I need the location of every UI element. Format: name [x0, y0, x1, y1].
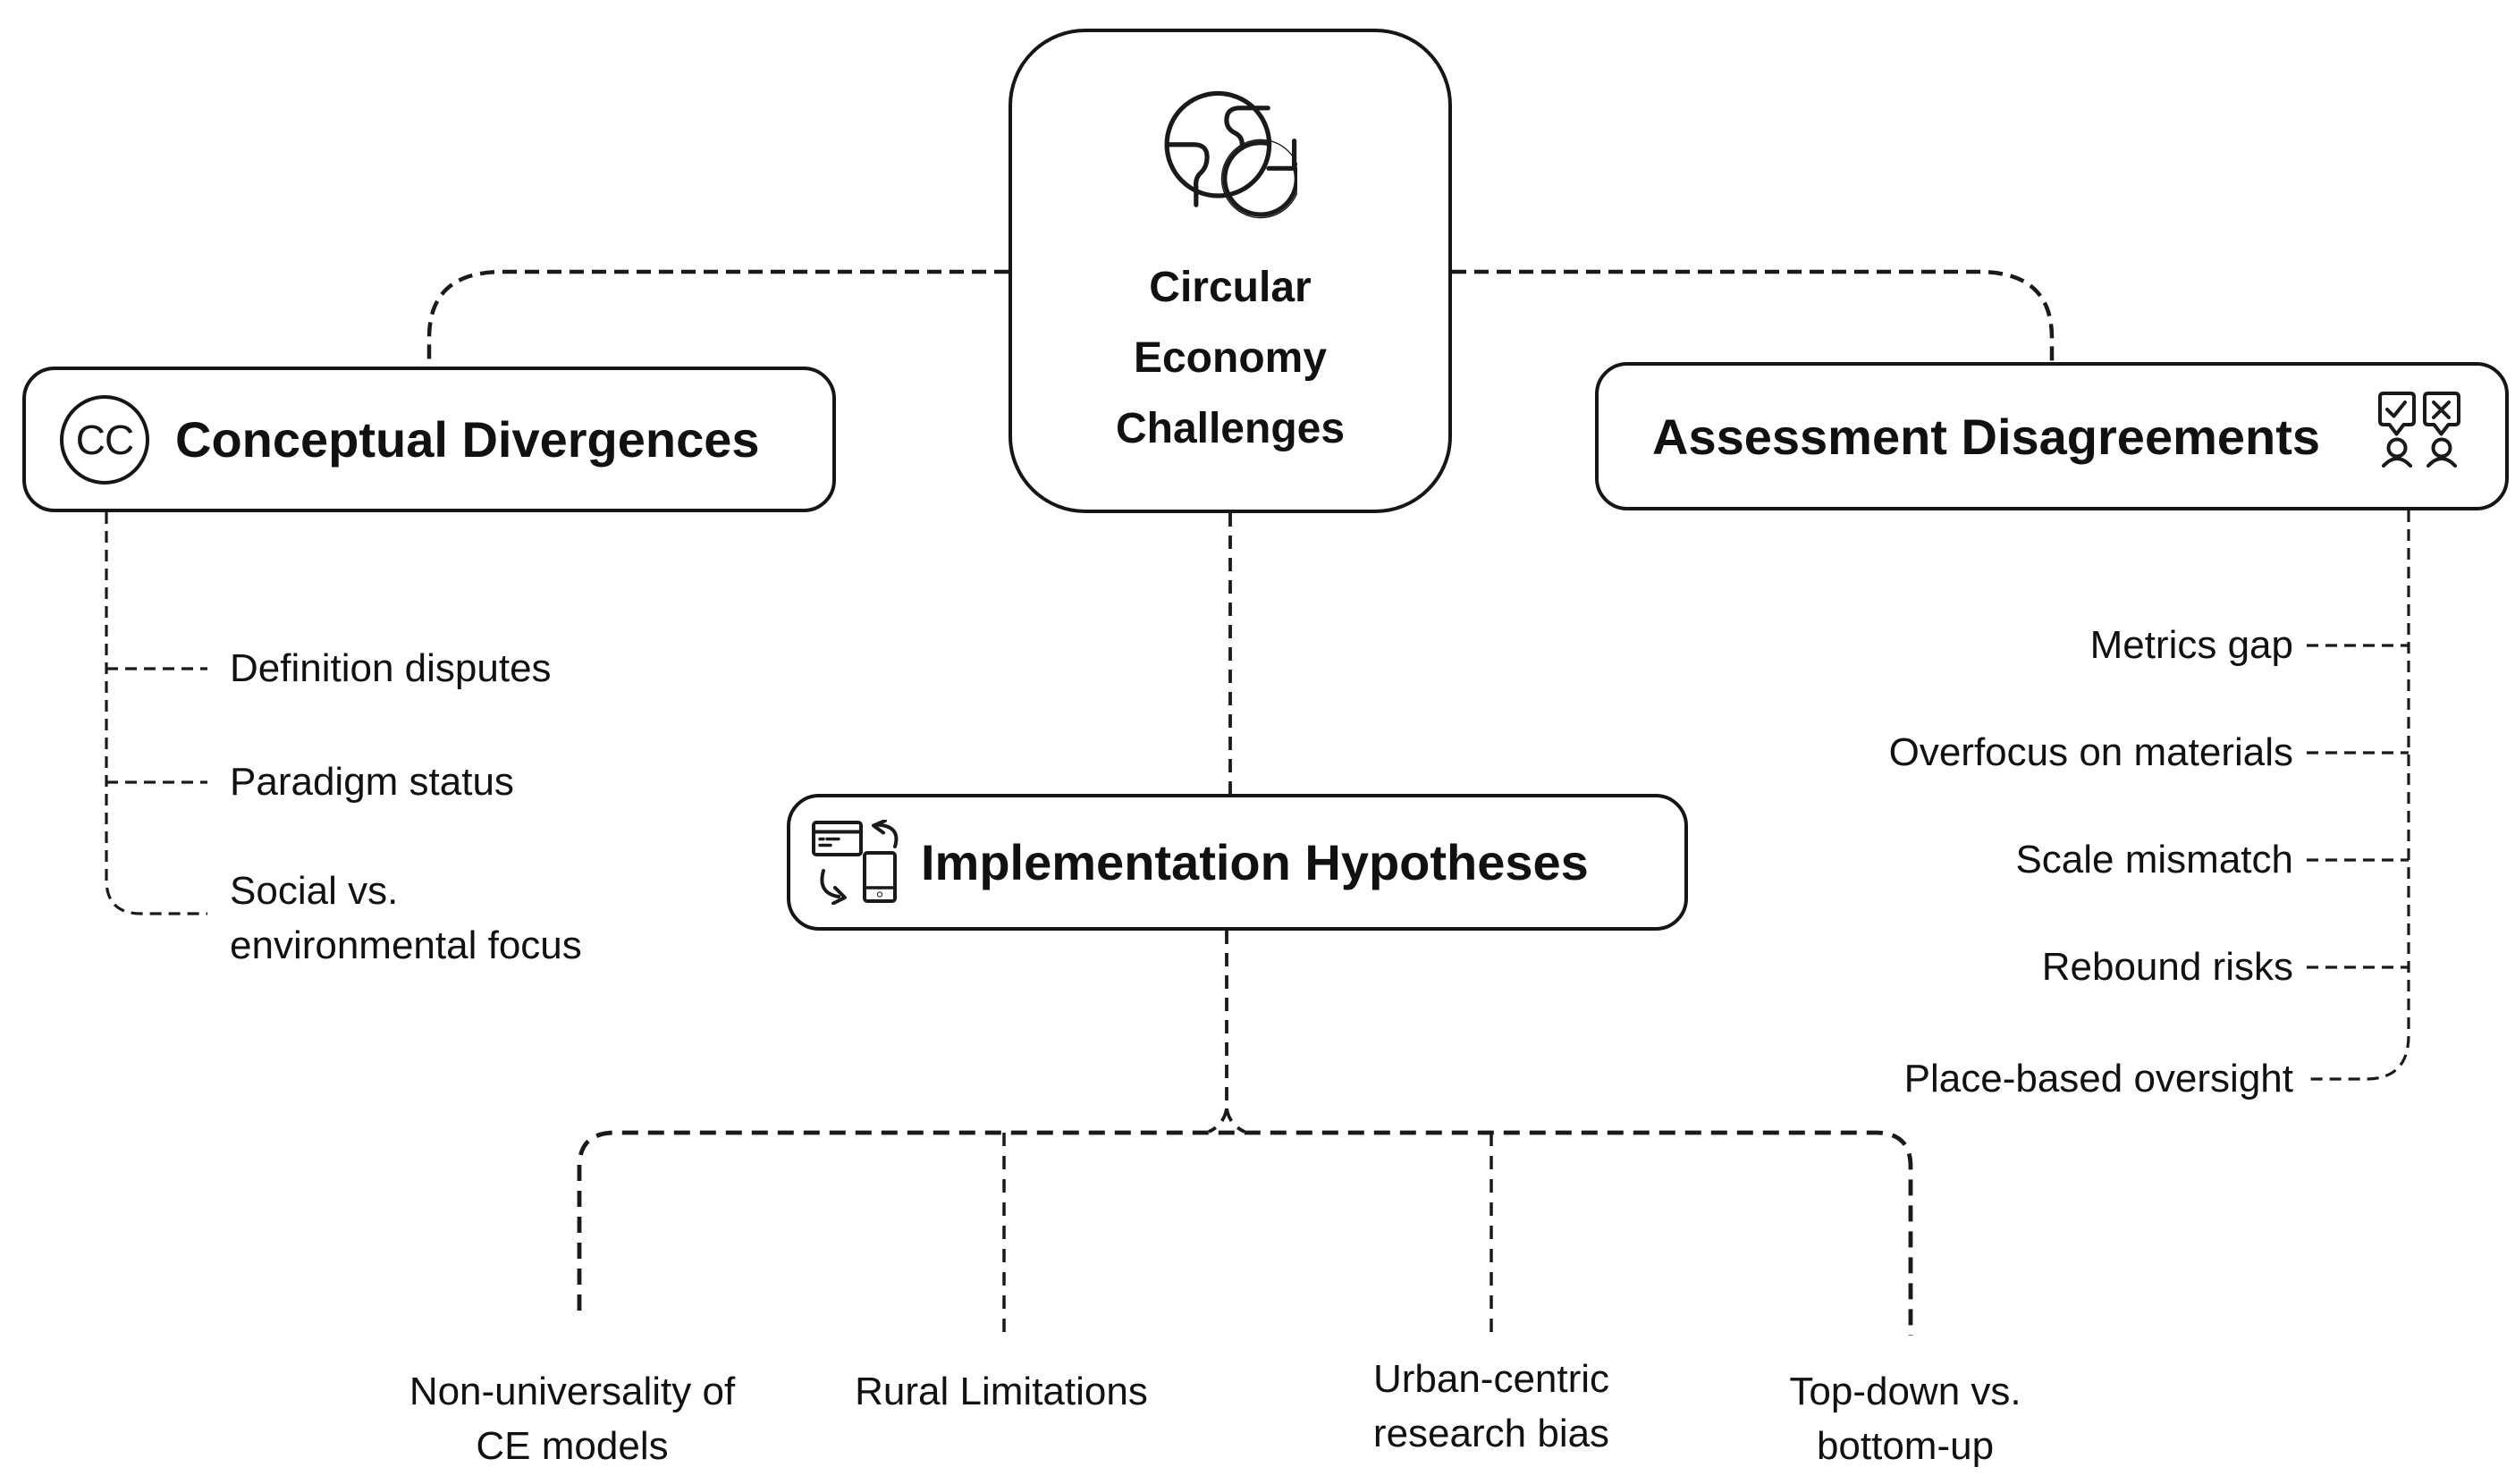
- leaf-line: Top-down vs.: [1789, 1370, 2021, 1413]
- connector-root-to-conceptual: [426, 269, 1009, 367]
- leaf-metrics-gap: Metrics gap: [2090, 618, 2293, 672]
- leaf-scale-mismatch: Scale mismatch: [2015, 832, 2293, 887]
- leaf-line: Place-based oversight: [1903, 1057, 2293, 1100]
- leaf-urban-centric-research-bias: Urban-centric research bias: [1373, 1352, 1609, 1461]
- device-sync-icon: [812, 820, 899, 905]
- node-title-implementation-hypotheses: Implementation Hypotheses: [921, 834, 1589, 890]
- connector-root-to-assessment: [1452, 269, 2055, 362]
- node-circular-economy-challenges: Circular Economy Challenges: [1009, 29, 1452, 513]
- title-line: Economy: [1133, 334, 1328, 382]
- leaf-line: Rural Limitations: [855, 1370, 1148, 1413]
- node-title-circular-economy: Circular Economy Challenges: [1116, 252, 1345, 464]
- connector-bottom-rail: [577, 1130, 1913, 1336]
- leaf-line: bottom-up: [1816, 1424, 1995, 1468]
- connector-right-rail: [2307, 510, 2410, 1081]
- leaf-line: Metrics gap: [2089, 623, 2293, 667]
- creative-commons-icon: CC: [60, 394, 149, 485]
- leaf-rebound-risks: Rebound risks: [2042, 940, 2293, 994]
- globe-sync-icon: [1164, 90, 1297, 219]
- leaf-definition-disputes: Definition disputes: [230, 641, 552, 696]
- node-title-assessment-disagreements: Assessment Disagreements: [1652, 408, 2321, 465]
- node-conceptual-divergences: CC Conceptual Divergences: [22, 367, 836, 512]
- leaf-line: Overfocus on materials: [1888, 730, 2293, 774]
- leaf-overfocus-on-materials: Overfocus on materials: [1889, 725, 2293, 780]
- leaf-non-universality-ce-models: Non-universality of CE models: [409, 1364, 735, 1473]
- leaf-line: CE models: [476, 1424, 669, 1468]
- leaf-line: Scale mismatch: [2015, 838, 2293, 881]
- leaf-place-based-oversight: Place-based oversight: [1904, 1051, 2293, 1106]
- vote-check-cross-people-icon: [2378, 392, 2460, 468]
- leaf-line: research bias: [1372, 1412, 1610, 1455]
- title-line: Challenges: [1115, 405, 1346, 452]
- connector-left-rail: [105, 512, 207, 915]
- connector-fork-left-leg: [1208, 1108, 1228, 1134]
- leaf-top-down-vs-bottom-up: Top-down vs. bottom-up: [1789, 1364, 2021, 1473]
- leaf-line: Urban-centric: [1372, 1357, 1610, 1401]
- title-line: Circular: [1149, 264, 1312, 311]
- leaf-line: Non-universality of: [409, 1370, 736, 1413]
- leaf-paradigm-status: Paradigm status: [230, 755, 514, 809]
- connector-fork-right-leg: [1225, 1108, 1245, 1134]
- leaf-rural-limitations: Rural Limitations: [855, 1364, 1148, 1419]
- leaf-line: Social vs.: [230, 869, 399, 913]
- leaf-line: Rebound risks: [2041, 945, 2293, 989]
- node-title-conceptual-divergences: Conceptual Divergences: [175, 411, 760, 468]
- cc-icon-text: CC: [75, 416, 134, 463]
- leaf-social-vs-environmental: Social vs. environmental focus: [230, 864, 582, 973]
- node-assessment-disagreements: Assessment Disagreements: [1595, 362, 2509, 510]
- leaf-line: Definition disputes: [230, 646, 552, 690]
- leaf-line: environmental focus: [230, 923, 582, 967]
- node-implementation-hypotheses: Implementation Hypotheses: [787, 794, 1688, 931]
- leaf-line: Paradigm status: [230, 760, 514, 804]
